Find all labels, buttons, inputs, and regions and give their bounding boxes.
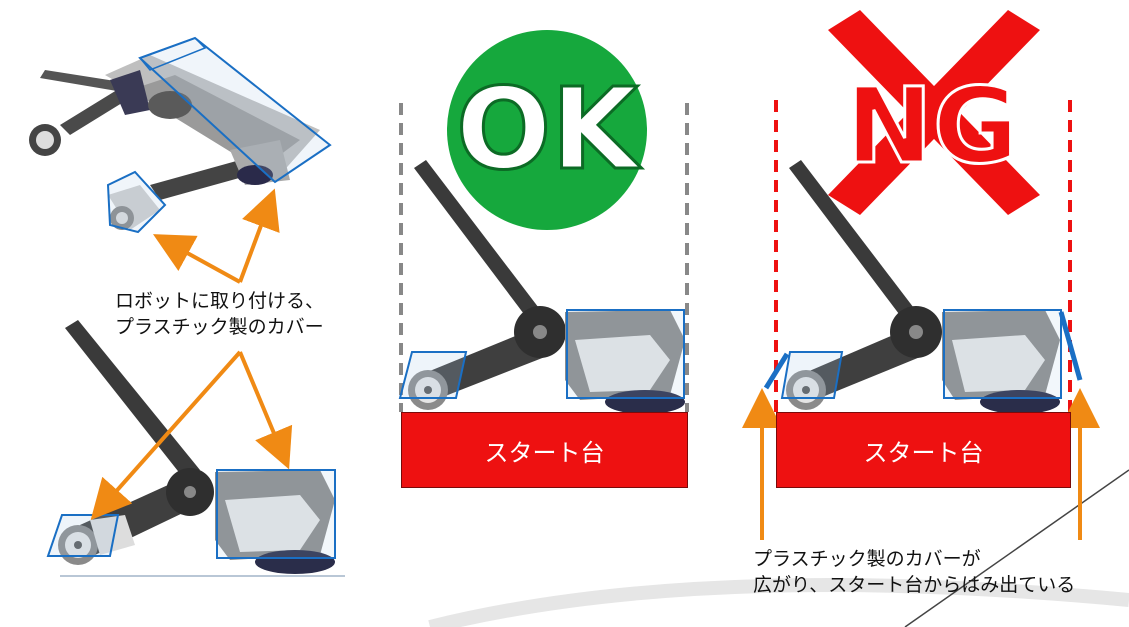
ok-platform-label: スタート台 [484,438,605,467]
robot-side-view-left [46,320,345,577]
robot-3d-view [29,36,332,234]
ng-platform-label: スタート台 [863,438,984,467]
ng-caption-line1: プラスチック製のカバーが [753,548,981,570]
ng-caption-line2: 広がり、スタート台からはみ出ている [753,574,1076,596]
ng-start-platform: スタート台 [776,412,1071,488]
ok-stamp: OK [447,30,647,230]
ng-caption: プラスチック製のカバーが 広がり、スタート台からはみ出ている [753,546,1075,598]
cover-caption-line2: プラスチック製のカバー [115,316,324,338]
cover-caption: ロボットに取り付ける、 プラスチック製のカバー [115,288,324,340]
pointer-arrows-left [90,188,293,520]
background-swoosh [428,469,1129,627]
ng-panel: NG [742,10,1100,540]
ng-cross-stamp: NG [828,10,1040,215]
ok-start-platform: スタート台 [401,412,688,488]
ok-panel: OK [398,30,689,414]
cover-caption-line1: ロボットに取り付ける、 [115,290,325,312]
ok-stamp-text: OK [456,65,642,195]
ng-stamp-text: NG [846,65,1018,187]
